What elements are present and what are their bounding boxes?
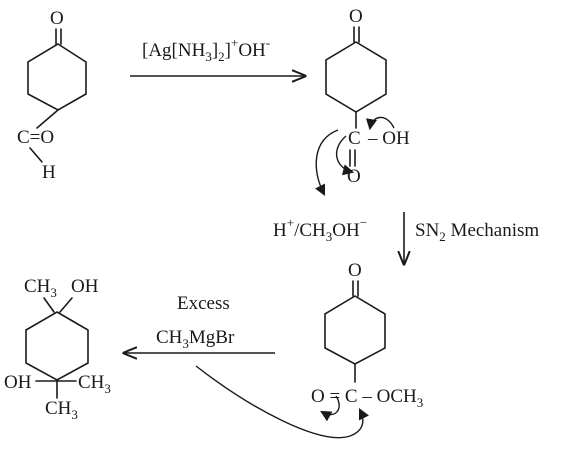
molecule-4: CH3 OH OH CH3 CH3	[4, 276, 111, 422]
m1-aldehyde-group: C=O	[17, 127, 54, 148]
molecule-3: O O = C – OCH3	[311, 260, 423, 422]
m2-hydroxyl: – OH	[367, 128, 410, 149]
step2-mechanism: SN2 Mechanism	[415, 220, 539, 244]
step1-reagent: [Ag[NH3]2]+OH-	[142, 35, 270, 64]
step2-reagent: H+/CH3OH−	[273, 215, 367, 244]
reaction-step-3: Excess CH3MgBr	[124, 293, 370, 439]
step3-curly-arrow	[195, 365, 370, 439]
m2-ring	[325, 41, 387, 113]
m4-ring	[25, 311, 89, 381]
m1-ketone-oxygen: O	[50, 8, 64, 29]
m4-bottom-methyl-right: CH3	[78, 372, 111, 396]
m2-curly-arrow-inner	[335, 135, 355, 176]
m1-hydrogen: H	[42, 162, 56, 183]
m3-curly-arrow	[320, 395, 340, 422]
m1-ring	[27, 43, 87, 111]
m1-substituent-bond	[36, 109, 59, 129]
m4-bottom-methyl-below: CH3	[45, 398, 78, 422]
reaction-step-2: H+/CH3OH− SN2 Mechanism	[273, 212, 539, 264]
m4-top-oh-bond	[59, 297, 73, 313]
m2-curly-arrow-oh	[365, 116, 395, 131]
m3-ketone-oxygen: O	[348, 260, 362, 281]
m1-ch-bond	[29, 147, 43, 163]
m2-ketone-oxygen: O	[349, 6, 363, 27]
m4-top-ch3-bond	[43, 297, 55, 313]
m4-top-methyl: CH3	[24, 276, 57, 300]
step3-reagent-grignard: CH3MgBr	[156, 327, 235, 351]
step3-reagent-excess: Excess	[177, 293, 230, 314]
m3-ester-group: O = C – OCH3	[311, 386, 423, 410]
m2-carboxyl-carbon: C	[348, 128, 361, 149]
m4-top-hydroxyl: OH	[71, 276, 99, 297]
molecule-2: O C – OH O	[314, 6, 410, 197]
m2-curly-arrow-left	[314, 129, 339, 197]
m4-bottom-hydroxyl: OH	[4, 372, 32, 393]
reaction-step-1: [Ag[NH3]2]+OH-	[130, 35, 305, 76]
m2-carbonyl-oxygen: O	[347, 166, 361, 187]
molecule-1: O C=O H	[17, 8, 87, 183]
m3-ring	[324, 295, 386, 365]
